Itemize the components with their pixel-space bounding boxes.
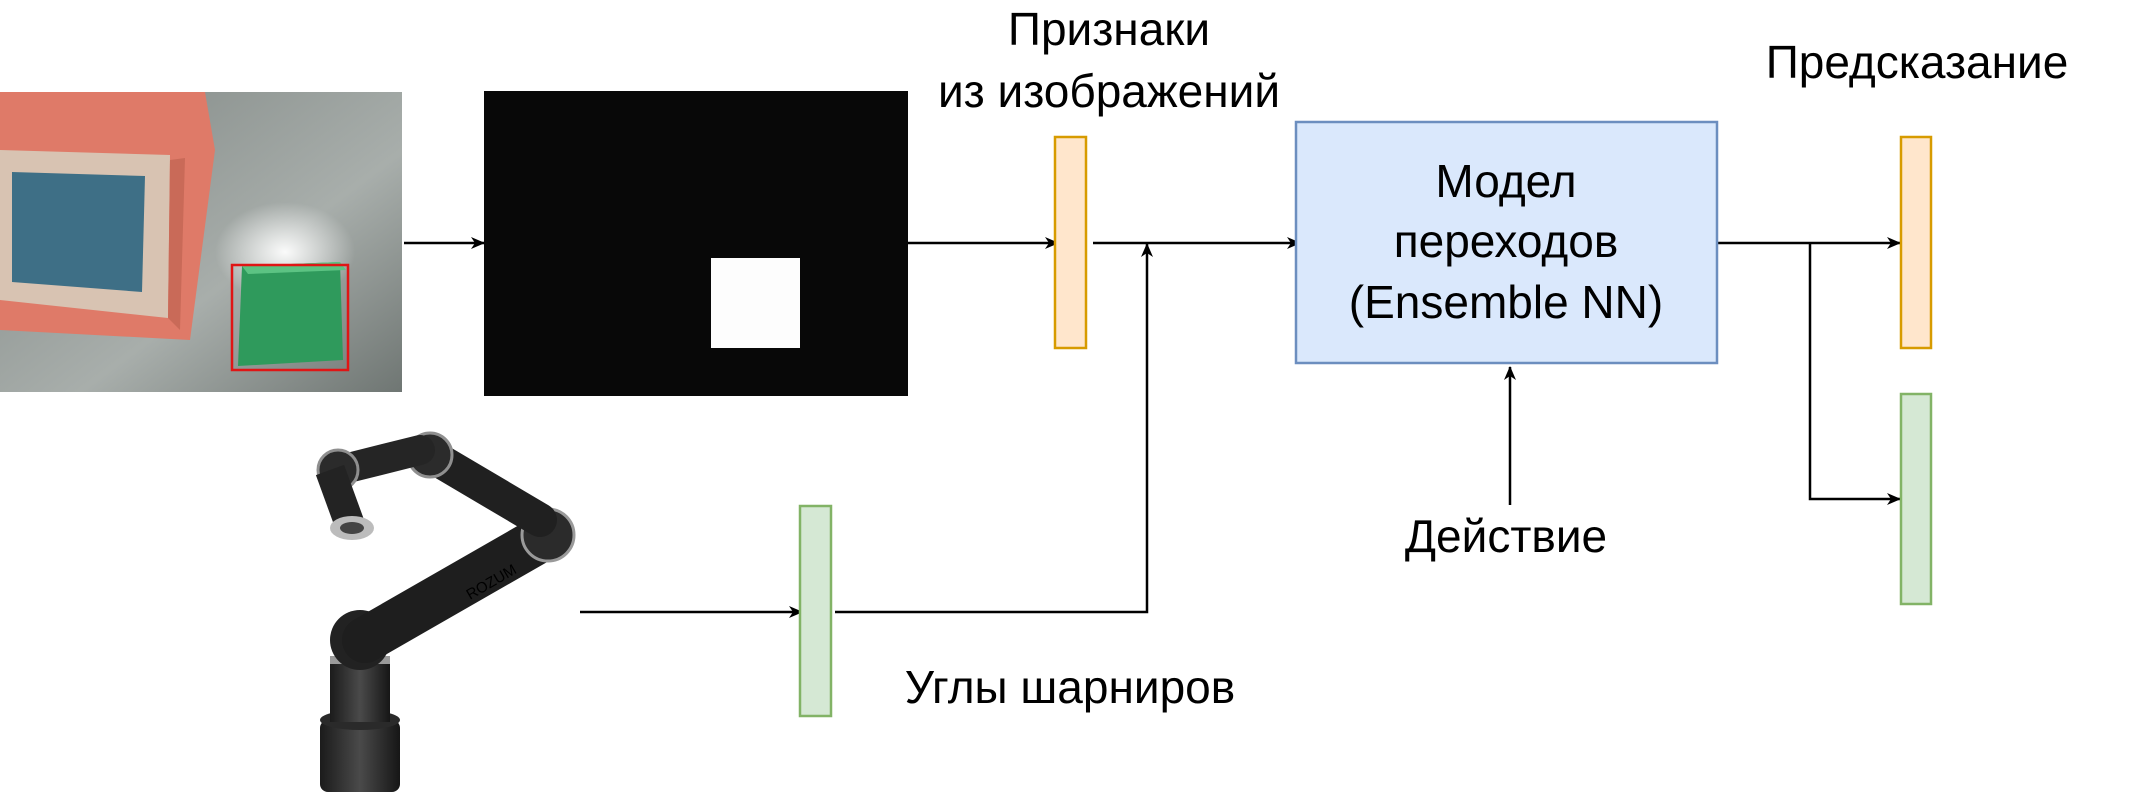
robot-arm-icon: ROZUM	[315, 431, 576, 792]
bounding-box	[230, 263, 350, 372]
action-label: Действие	[1405, 510, 1607, 562]
image-features-label-line2: из изображений	[938, 65, 1280, 117]
predicted-image-feature-vector	[1899, 135, 1933, 350]
segmentation-mask	[484, 91, 908, 396]
joint-angles-label: Углы шарниров	[905, 661, 1235, 713]
joint-angle-vector	[798, 504, 833, 718]
mask-object	[711, 258, 800, 348]
predicted-joint-angle-vector	[1899, 392, 1933, 606]
prediction-label: Предсказание	[1766, 36, 2069, 88]
image-feature-vector	[1053, 135, 1088, 350]
image-features-label-line1: Признаки	[1008, 3, 1210, 55]
model-label-line2: переходов	[1394, 215, 1619, 267]
model-label-line3: (Ensemble NN)	[1349, 276, 1663, 328]
model-label-line1: Модел	[1435, 155, 1576, 207]
camera-photo	[0, 92, 402, 392]
arrow-joints-to-merge	[835, 243, 1153, 614]
transition-model-box	[1294, 120, 1719, 365]
arrow-model-to-prediction-green	[1808, 243, 1901, 505]
connectors	[404, 237, 1901, 618]
